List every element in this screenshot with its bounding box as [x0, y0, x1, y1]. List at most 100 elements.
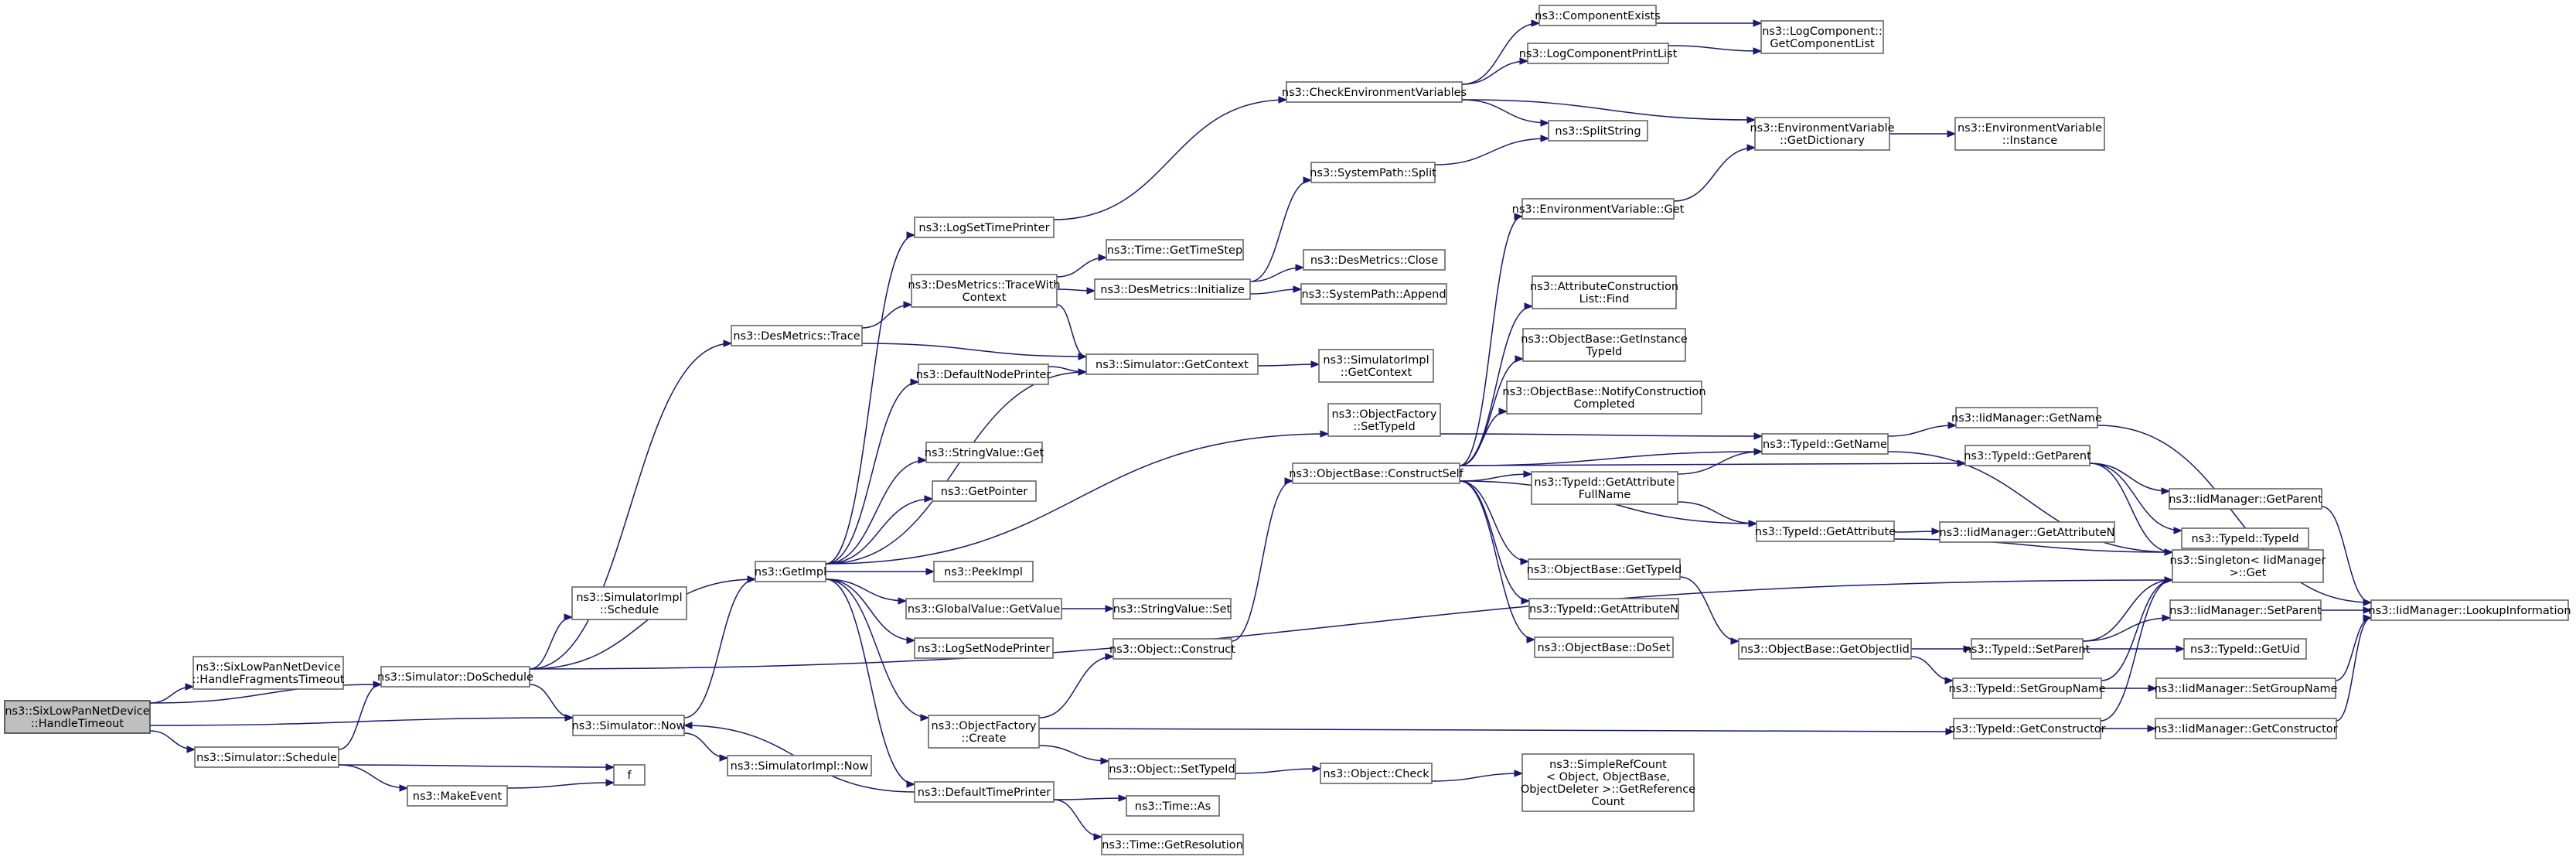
node-singleton[interactable]: ns3::Singleton< IidManager>::Get	[2170, 549, 2326, 583]
node-checkenv[interactable]: ns3::CheckEnvironmentVariables	[1282, 81, 1467, 103]
node-tidsetgroup[interactable]: ns3::TypeId::SetGroupName	[1948, 677, 2106, 699]
node-tidsetparent[interactable]: ns3::TypeId::SetParent	[1964, 638, 2090, 660]
node-desclose[interactable]: ns3::DesMetrics::Close	[1303, 249, 1446, 271]
node-simimplsched[interactable]: ns3::SimulatorImpl::Schedule	[571, 586, 687, 620]
node-box	[1955, 407, 2098, 428]
node-root[interactable]: ns3::SixLowPanNetDevice::HandleTimeout	[4, 700, 151, 734]
node-obgetobjtid[interactable]: ns3::ObjectBase::GetObjectIid	[1738, 638, 1912, 660]
node-desinit[interactable]: ns3::DesMetrics::Initialize	[1094, 278, 1251, 300]
node-objcheck[interactable]: ns3::Object::Check	[1320, 763, 1433, 784]
node-tidgetuid[interactable]: ns3::TypeId::GetUid	[2183, 638, 2307, 660]
node-label: ns3::DesMetrics::TraceWith	[908, 279, 1060, 292]
node-strget[interactable]: ns3::StringValue::Get	[925, 442, 1044, 463]
node-iidgetctor[interactable]: ns3::IidManager::GetConstructor	[2154, 718, 2338, 739]
edge-tidgetattrfull-to-tidgetname	[1677, 448, 1763, 475]
edge-arrowhead	[564, 613, 574, 621]
edge-arrowhead	[1086, 287, 1096, 295]
edge-ofcreate-to-tidgetctor	[1038, 728, 1955, 735]
edge-tracewith-to-simgetctx	[1056, 304, 1088, 360]
node-peekimpl[interactable]: ns3::PeekImpl	[933, 561, 1034, 582]
node-tidgetname[interactable]: ns3::TypeId::GetName	[1761, 433, 1889, 455]
node-logcompprint[interactable]: ns3::LogComponentPrintList	[1519, 43, 1678, 64]
node-objconstruct[interactable]: ns3::Object::Construct	[1109, 638, 1235, 660]
node-box	[933, 561, 1034, 582]
node-box	[1310, 162, 1436, 183]
node-logsettime[interactable]: ns3::LogSetTimePrinter	[914, 217, 1055, 238]
node-objsettid[interactable]: ns3::Object::SetTypeId	[1108, 758, 1236, 780]
node-tidgetctor[interactable]: ns3::TypeId::GetConstructor	[1948, 718, 2106, 739]
node-makeevent[interactable]: ns3::MakeEvent	[407, 785, 508, 807]
node-iidgetparent[interactable]: ns3::IidManager::GetParent	[2169, 488, 2322, 510]
node-now[interactable]: ns3::Simulator::Now	[572, 715, 686, 736]
node-timeres[interactable]: ns3::Time::GetResolution	[1101, 834, 1244, 855]
node-sched[interactable]: ns3::Simulator::Schedule	[194, 746, 339, 768]
edge-obconstructself-to-tidgetattrfull	[1459, 470, 1533, 482]
node-dosched[interactable]: ns3::Simulator::DoSchedule	[377, 666, 533, 688]
node-frag[interactable]: ns3::SixLowPanNetDevice::HandleFragments…	[193, 656, 345, 690]
node-envget[interactable]: ns3::EnvironmentVariable::Get	[1512, 198, 1685, 220]
node-label: ns3::Object::SetTypeId	[1109, 763, 1235, 776]
node-splitstring[interactable]: ns3::SplitString	[1548, 120, 1648, 142]
node-getimpl[interactable]: ns3::GetImpl	[755, 561, 826, 582]
edge-line	[1431, 773, 1523, 782]
node-label: Context	[963, 292, 1007, 304]
node-simgetctx[interactable]: ns3::Simulator::GetContext	[1085, 353, 1259, 375]
edge-line	[861, 304, 912, 329]
node-label: ns3::DesMetrics::Initialize	[1100, 284, 1245, 296]
node-timestep[interactable]: ns3::Time::GetTimeStep	[1106, 239, 1244, 261]
edge-now-to-simimplnow	[683, 732, 729, 762]
node-deftime[interactable]: ns3::DefaultTimePrinter	[914, 781, 1055, 803]
node-iidsetparent[interactable]: ns3::IidManager::SetParent	[2169, 599, 2322, 621]
node-timeas[interactable]: ns3::Time::As	[1126, 795, 1220, 817]
edge-line	[1038, 728, 1954, 732]
node-box	[1954, 117, 2105, 151]
node-iidlookup[interactable]: ns3::IidManager::LookupInformation	[2368, 599, 2571, 621]
node-simimplctx[interactable]: ns3::SimulatorImpl::GetContext	[1318, 349, 1434, 383]
edge-arrowhead	[683, 722, 693, 729]
node-iidgetname[interactable]: ns3::IidManager::GetName	[1951, 407, 2102, 428]
node-label: List::Find	[1579, 293, 1630, 305]
node-defnode[interactable]: ns3::DefaultNodePrinter	[916, 363, 1051, 385]
node-box	[1300, 283, 1447, 305]
edge-arrowhead	[399, 784, 409, 792]
node-obconstructself[interactable]: ns3::ObjectBase::ConstructSelf	[1289, 462, 1464, 484]
node-label: ns3::DesMetrics::Close	[1310, 254, 1438, 267]
node-obnotify[interactable]: ns3::ObjectBase::NotifyConstructionCompl…	[1502, 381, 1706, 415]
node-logcompget[interactable]: ns3::LogComponent::GetComponentList	[1760, 20, 1884, 54]
node-iidgetattrn[interactable]: ns3::IidManager::GetAttributeN	[1939, 521, 2115, 543]
node-compexists[interactable]: ns3::ComponentExists	[1535, 5, 1661, 26]
node-obdoset[interactable]: ns3::ObjectBase::DoSet	[1534, 636, 1674, 658]
node-box	[2169, 488, 2322, 510]
edge-line	[683, 578, 756, 718]
node-f[interactable]: f	[613, 764, 646, 786]
node-iidsetgroup[interactable]: ns3::IidManager::SetGroupName	[2154, 677, 2338, 699]
node-ofsettid[interactable]: ns3::ObjectFactory::SetTypeId	[1327, 403, 1441, 437]
node-syspathappend[interactable]: ns3::SystemPath::Append	[1300, 283, 1447, 305]
edge-dosched-to-now	[529, 684, 574, 722]
node-logsetnode[interactable]: ns3::LogSetNodePrinter	[914, 637, 1054, 659]
node-obgettid[interactable]: ns3::ObjectBase::GetTypeId	[1527, 558, 1682, 580]
node-syspathsplit[interactable]: ns3::SystemPath::Split	[1310, 162, 1436, 183]
node-strset[interactable]: ns3::StringValue::Set	[1113, 598, 1232, 619]
node-tidgetattr[interactable]: ns3::TypeId::GetAttribute	[1755, 520, 1896, 542]
node-ofcreate[interactable]: ns3::ObjectFactory::Create	[928, 715, 1040, 749]
edge-arrowhead	[1303, 176, 1313, 184]
node-tidgetparent[interactable]: ns3::TypeId::GetParent	[1964, 445, 2091, 466]
node-envgetdict[interactable]: ns3::EnvironmentVariable::GetDictionary	[1750, 117, 1895, 151]
node-gvgetvalue[interactable]: ns3::GlobalValue::GetValue	[905, 598, 1062, 619]
node-simimplnow[interactable]: ns3::SimulatorImpl::Now	[727, 755, 872, 776]
node-getpointer[interactable]: ns3::GetPointer	[932, 480, 1037, 502]
node-box	[2172, 549, 2324, 583]
node-envinstance[interactable]: ns3::EnvironmentVariable::Instance	[1954, 117, 2105, 151]
node-tidgetattrn[interactable]: ns3::TypeId::GetAttributeN	[1528, 598, 1679, 619]
node-destrace[interactable]: ns3::DesMetrics::Trace	[731, 325, 863, 346]
node-simplerefcount[interactable]: ns3::SimpleRefCount< Object, ObjectBase,…	[1521, 753, 1695, 812]
node-tidtypeid[interactable]: ns3::TypeId::TypeId	[2181, 527, 2309, 549]
edge-arrowhead	[1540, 135, 1550, 142]
node-label: GetComponentList	[1770, 38, 1875, 50]
